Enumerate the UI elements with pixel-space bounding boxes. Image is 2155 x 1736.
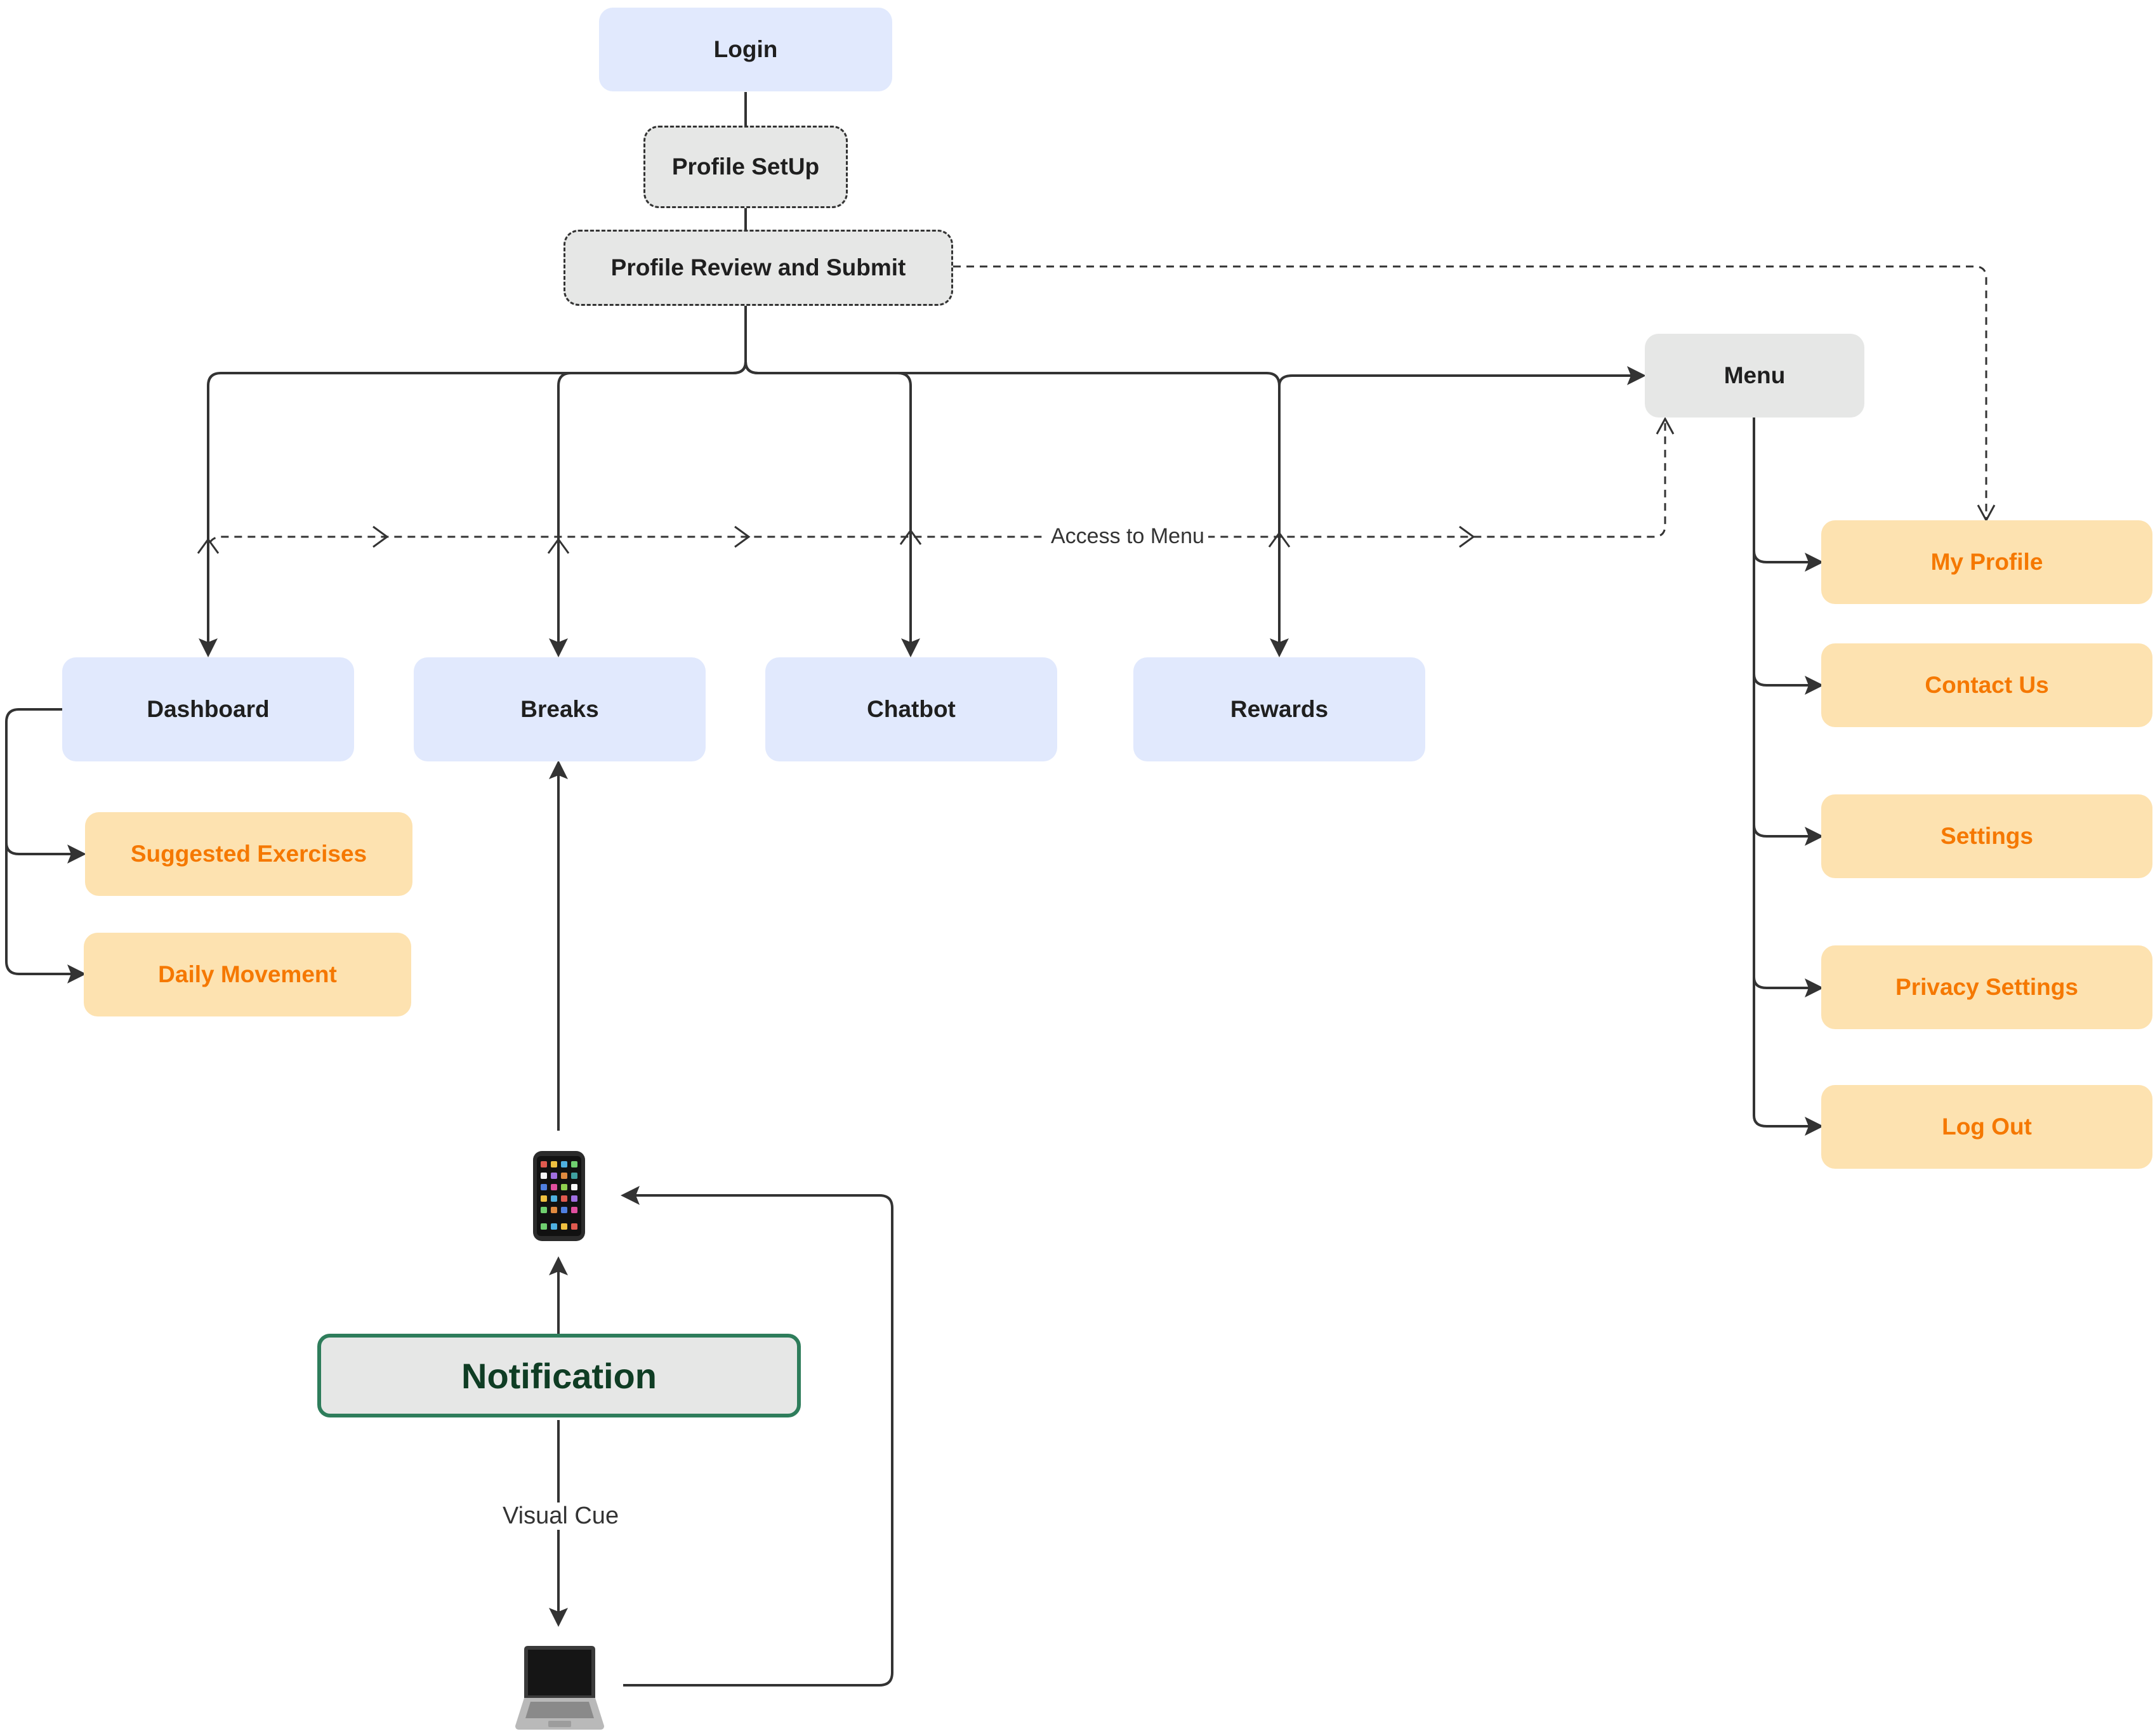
node-menu[interactable]: Menu	[1645, 334, 1864, 418]
edge-menu-privacy	[1753, 977, 1824, 997]
node-login[interactable]: Login	[599, 8, 892, 91]
edge-dashboard-suggested	[5, 842, 86, 864]
edge-review-chatbot	[744, 361, 920, 657]
caret-mark	[1268, 531, 1291, 548]
node-privacy-settings[interactable]: Privacy Settings	[1821, 945, 2152, 1029]
node-settings[interactable]: Settings	[1821, 794, 2152, 878]
edge-laptop-phone	[621, 1186, 893, 1687]
node-contact-us[interactable]: Contact Us	[1821, 643, 2152, 727]
edge-access-to-menu	[207, 416, 1675, 551]
node-rewards[interactable]: Rewards	[1133, 657, 1425, 761]
edge-menu-contact	[1753, 673, 1824, 695]
node-daily-movement[interactable]: Daily Movement	[84, 933, 411, 1016]
edge-review-myprofile	[953, 265, 1996, 523]
node-suggested-exercises[interactable]: Suggested Exercises	[85, 812, 412, 896]
edge-review-dashboard	[199, 306, 747, 657]
node-profile-review[interactable]: Profile Review and Submit	[563, 230, 953, 306]
chevron-mark	[1459, 525, 1475, 548]
edge-menu-myprofile	[1753, 550, 1824, 572]
edge-rewards-menu	[1278, 366, 1646, 386]
node-chatbot[interactable]: Chatbot	[765, 657, 1057, 761]
node-dashboard[interactable]: Dashboard	[62, 657, 354, 761]
mobile-phone-icon	[533, 1151, 585, 1241]
label-access-to-menu: Access to Menu	[1047, 524, 1208, 549]
caret-mark	[899, 529, 922, 545]
edge-dashboard-children	[5, 708, 86, 983]
edge-menu-trunk	[1753, 418, 1824, 1136]
chevron-mark	[372, 525, 389, 548]
label-visual-cue: Visual Cue	[499, 1503, 623, 1530]
laptop-icon	[515, 1646, 604, 1730]
node-notification[interactable]: Notification	[317, 1334, 801, 1417]
edge-review-breaks	[549, 361, 747, 657]
node-my-profile[interactable]: My Profile	[1821, 520, 2152, 604]
node-log-out[interactable]: Log Out	[1821, 1085, 2152, 1169]
node-breaks[interactable]: Breaks	[414, 657, 706, 761]
chevron-mark	[734, 525, 751, 548]
edge-review-rewards	[744, 361, 1289, 657]
edge-menu-settings	[1753, 824, 1824, 846]
node-profile-setup[interactable]: Profile SetUp	[643, 126, 848, 208]
